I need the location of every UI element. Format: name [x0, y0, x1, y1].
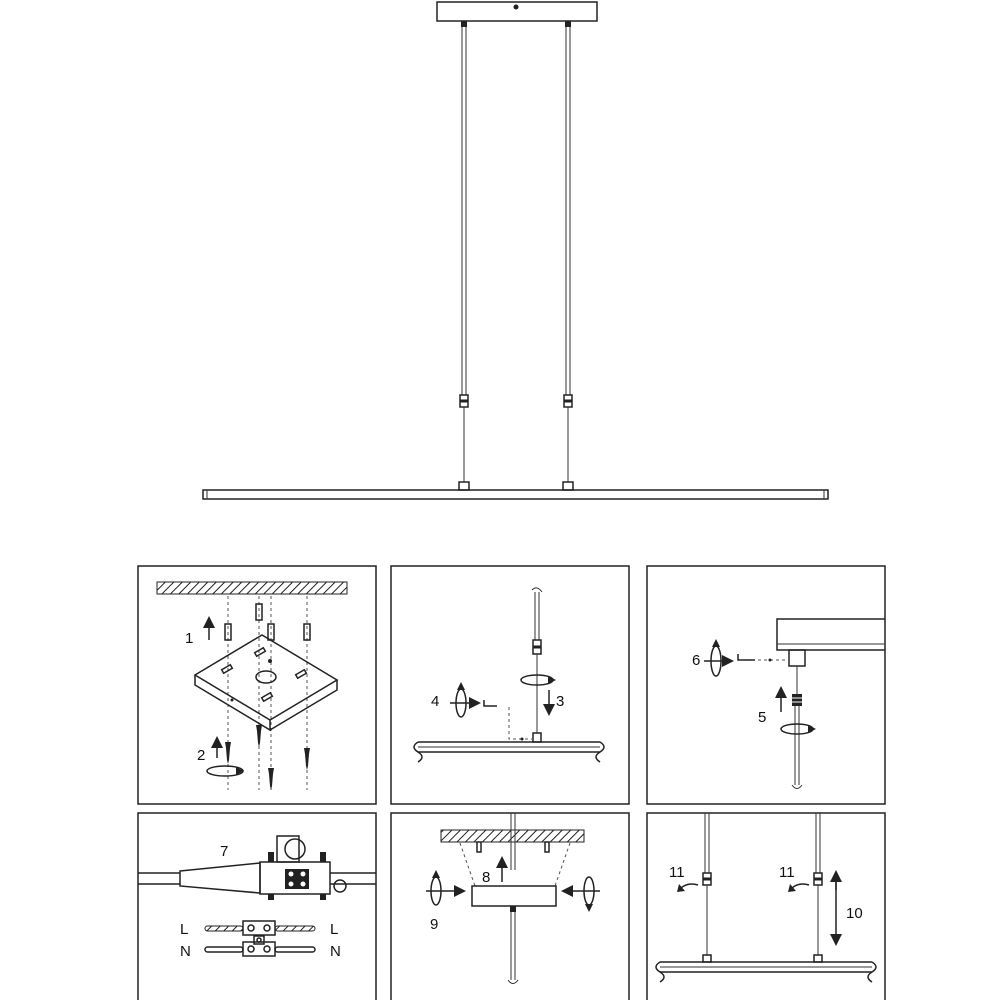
- live-label-right: L: [330, 921, 338, 938]
- step-6-label: 6: [692, 652, 700, 669]
- live-wire: [204, 920, 316, 936]
- panel-height-adjust: 11 11 10: [646, 812, 886, 1000]
- step-9-label: 9: [430, 916, 438, 933]
- step-4-label: 4: [431, 693, 439, 710]
- step-7-label: 7: [220, 843, 228, 860]
- panel-cable-insert: 3 4: [390, 565, 630, 805]
- step-1-label: 1: [185, 630, 193, 647]
- neutral-wire: [204, 941, 316, 957]
- step-5-label: 5: [758, 709, 766, 726]
- step-10-label: 10: [846, 905, 863, 922]
- suspension-cable-right: [562, 27, 574, 491]
- step-11b-label: 11: [779, 864, 795, 881]
- live-label-left: L: [180, 921, 188, 938]
- neutral-label-right: N: [330, 943, 341, 960]
- panel-canopy-cable: 5 6: [646, 565, 886, 805]
- neutral-label-left: N: [180, 943, 191, 960]
- step-3-label: 3: [556, 693, 564, 710]
- ceiling-canopy: [436, 1, 598, 22]
- panel-canopy-fix: 8 9: [390, 812, 630, 1000]
- step-2-label: 2: [197, 747, 205, 764]
- canopy-cable-grip-left: [461, 21, 467, 27]
- canopy-screw: [513, 4, 519, 10]
- light-bar-section: [418, 741, 600, 753]
- lamp-overview: [202, 1, 829, 500]
- ceiling-hatch: [156, 581, 348, 595]
- ceiling-hatch-2: [440, 829, 585, 843]
- panel-mounting-plate: 1 2: [137, 565, 377, 805]
- canopy-section: [776, 618, 885, 651]
- suspension-cable-left: [458, 27, 470, 491]
- step-8-label: 8: [482, 869, 490, 886]
- light-bar: [202, 489, 829, 500]
- screw-set: [225, 725, 310, 790]
- panel-wiring: 7 L L N N: [137, 812, 377, 1000]
- step-11a-label: 11: [669, 864, 685, 881]
- canopy-cable-grip-right: [565, 21, 571, 27]
